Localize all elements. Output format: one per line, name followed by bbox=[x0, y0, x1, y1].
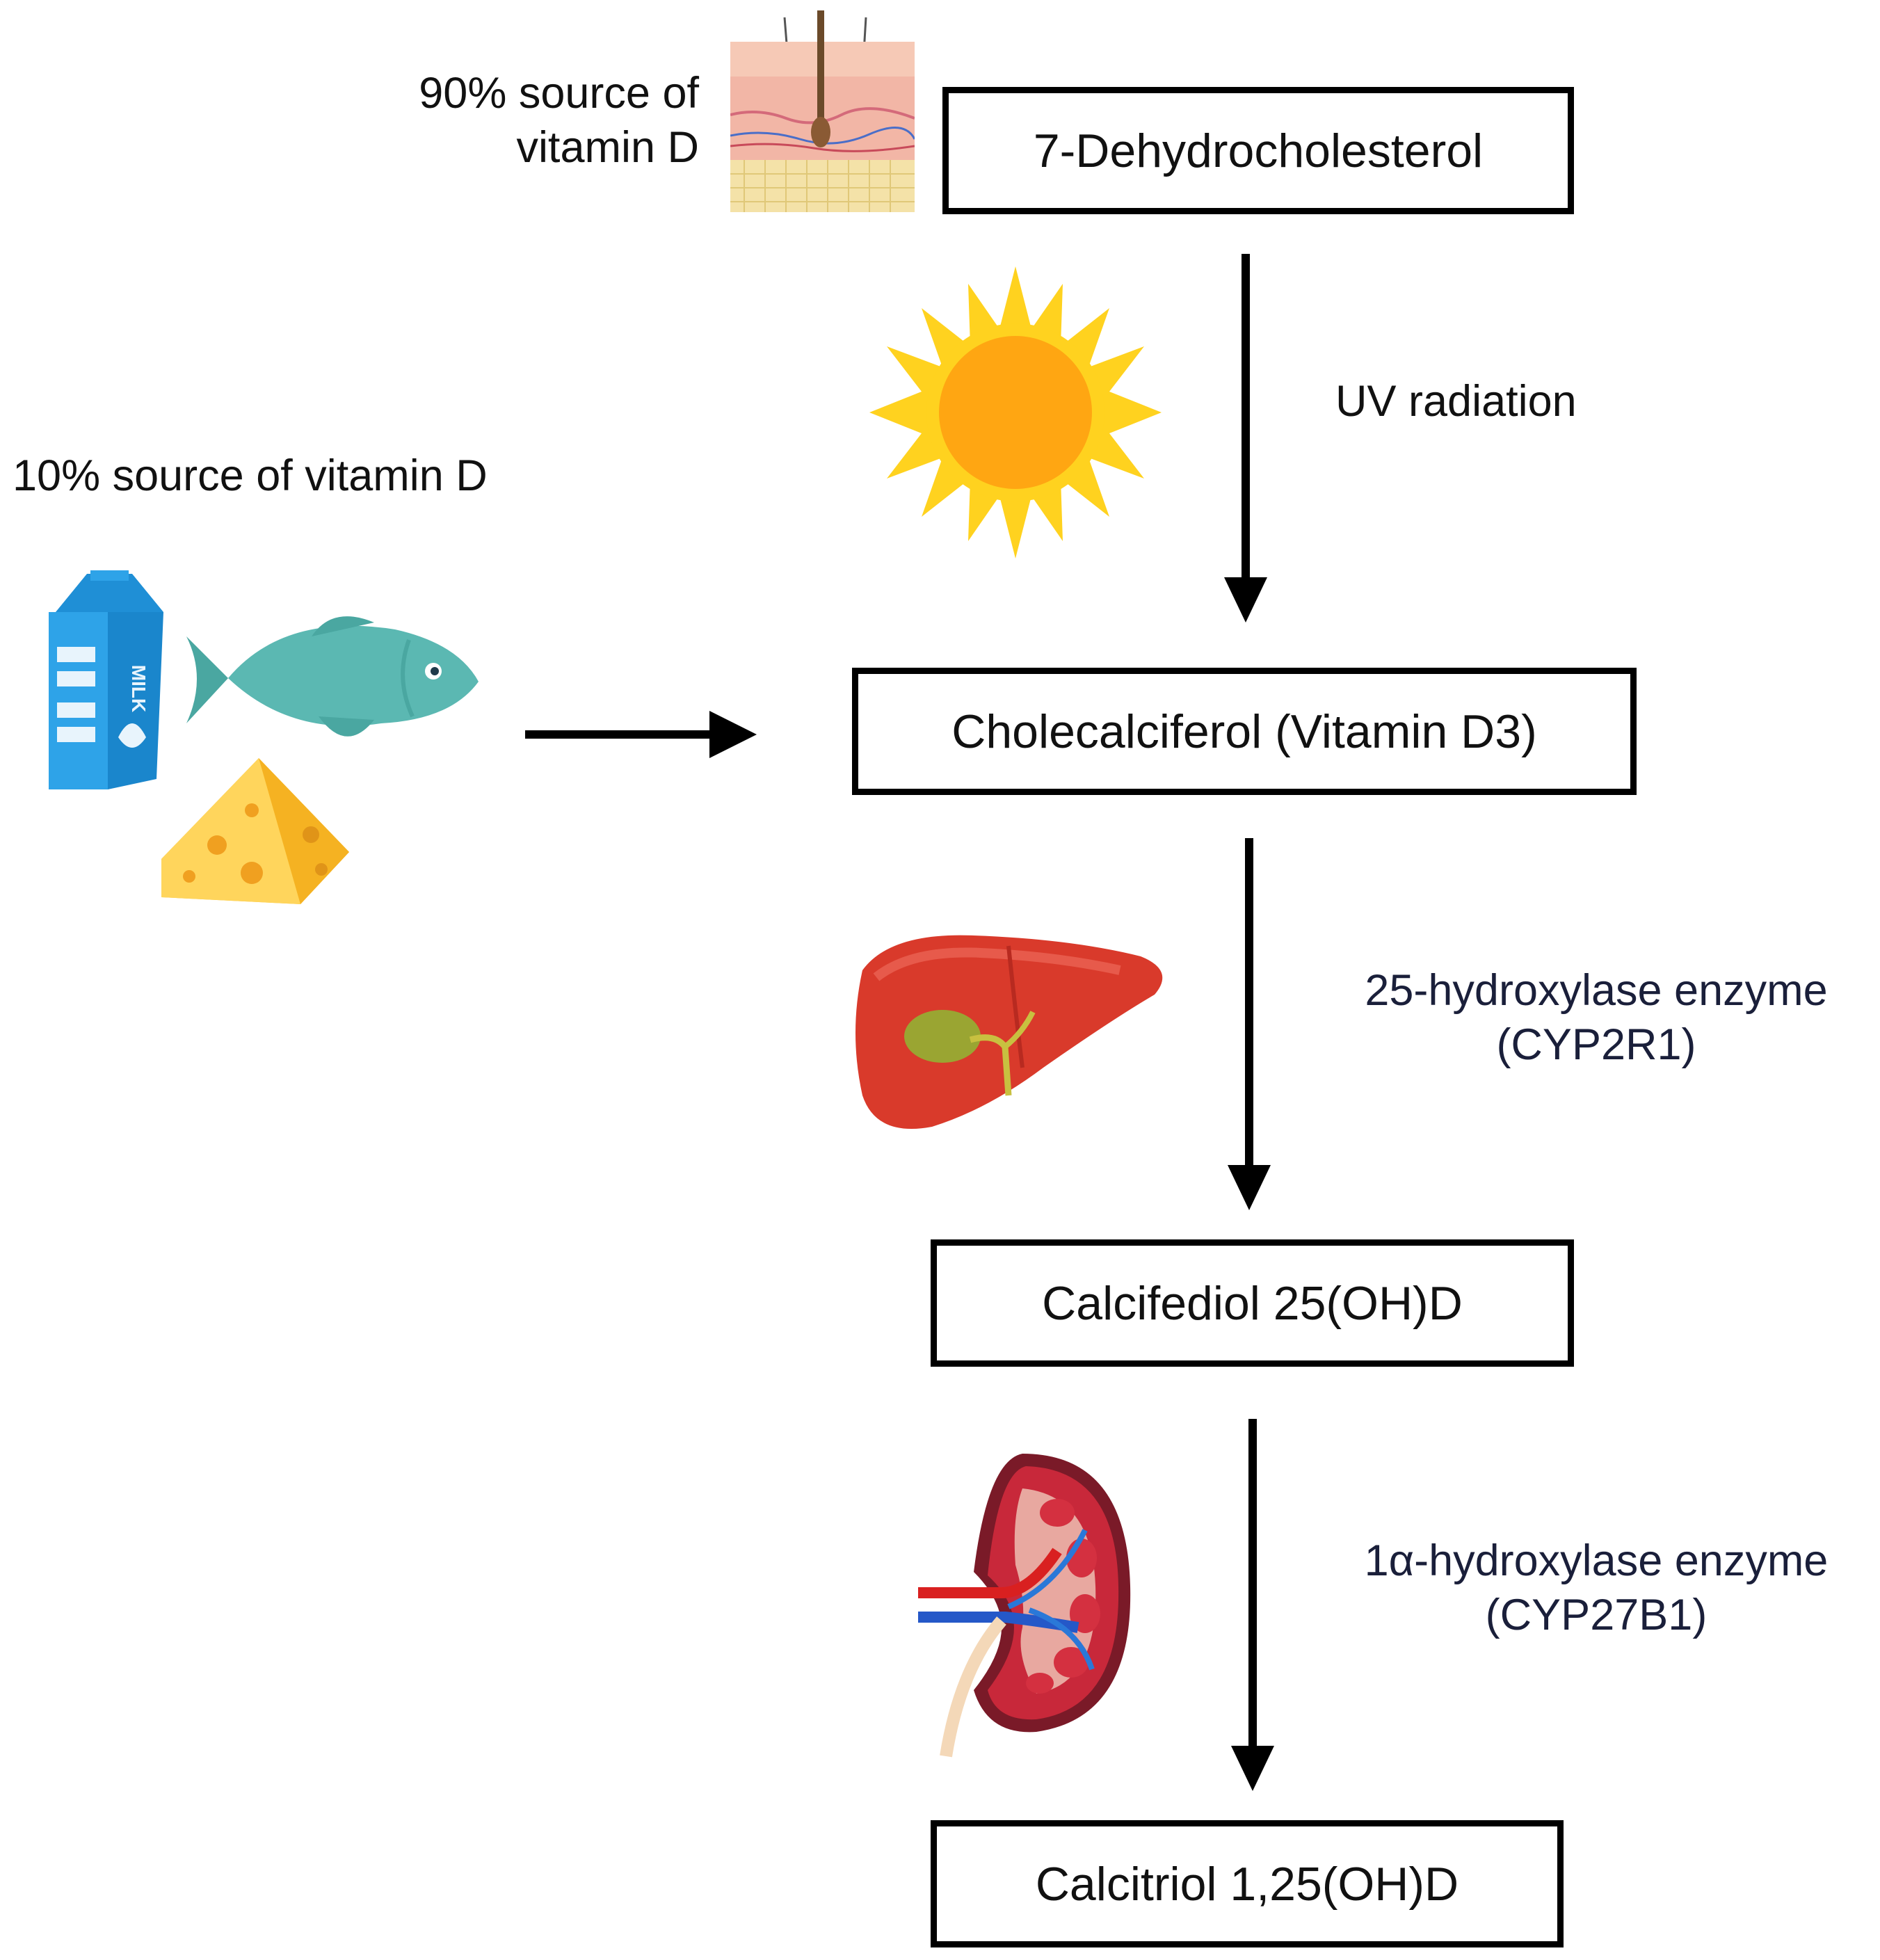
cyp27b1-line1: 1α-hydroxylase enzyme bbox=[1364, 1536, 1829, 1585]
uv-radiation-label: UV radiation bbox=[1335, 377, 1577, 426]
fish-icon bbox=[186, 616, 479, 737]
milk-carton-icon: MILK bbox=[49, 570, 163, 789]
milk-label: MILK bbox=[128, 665, 150, 712]
kidney-icon bbox=[918, 1454, 1131, 1758]
skin-icon bbox=[730, 10, 915, 212]
diet-source-label: 10% source of vitamin D bbox=[13, 451, 488, 500]
cyp2r1-line2: (CYP2R1) bbox=[1496, 1020, 1696, 1069]
sun-icon bbox=[869, 266, 1162, 559]
arrow-kidney bbox=[1231, 1419, 1274, 1791]
skin-source-line2: vitamin D bbox=[516, 123, 699, 172]
box-cholecalciferol: Cholecalciferol (Vitamin D3) bbox=[852, 668, 1637, 795]
cyp2r1-label: 25-hydroxylase enzyme (CYP2R1) bbox=[1318, 963, 1874, 1072]
skin-source-line1: 90% source of bbox=[419, 69, 699, 118]
box-7-dehydrocholesterol: 7-Dehydrocholesterol bbox=[942, 87, 1574, 214]
arrow-diet bbox=[525, 711, 757, 758]
cyp27b1-line2: (CYP27B1) bbox=[1485, 1591, 1708, 1639]
cheese-icon bbox=[161, 758, 349, 904]
arrow-uv bbox=[1224, 254, 1267, 622]
liver-icon bbox=[855, 935, 1163, 1129]
cyp2r1-line1: 25-hydroxylase enzyme bbox=[1365, 966, 1828, 1015]
skin-source-label: 90% source of vitamin D bbox=[320, 66, 699, 175]
cyp27b1-label: 1α-hydroxylase enzyme (CYP27B1) bbox=[1318, 1534, 1874, 1642]
box-calcitriol: Calcitriol 1,25(OH)D bbox=[931, 1820, 1564, 1947]
arrow-liver bbox=[1228, 838, 1271, 1210]
box-calcifediol: Calcifediol 25(OH)D bbox=[931, 1239, 1574, 1367]
